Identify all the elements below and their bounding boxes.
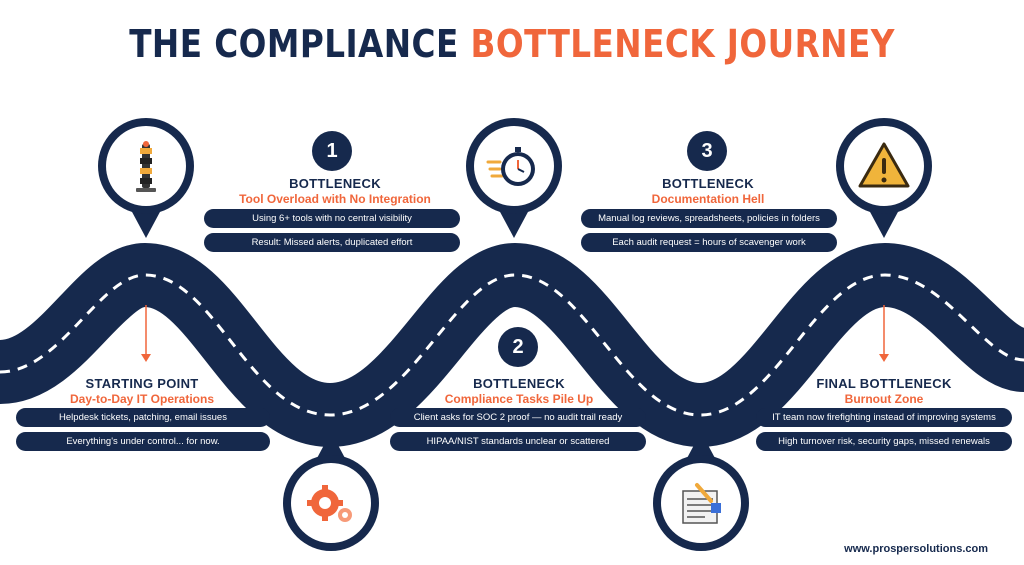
arrow-final — [879, 305, 889, 362]
pin-pointer — [131, 210, 161, 238]
stage-1-heading: BOTTLENECK Tool Overload with No Integra… — [205, 176, 465, 206]
starting-point-heading: STARTING POINT Day-to-Day IT Operations — [12, 376, 272, 406]
pin-pointer — [686, 432, 716, 460]
stage-1-bullet: Using 6+ tools with no central visibilit… — [204, 209, 460, 228]
stage-3-bullet: Each audit request = hours of scavenger … — [581, 233, 837, 252]
starting-point-subtitle: Day-to-Day IT Operations — [69, 392, 215, 406]
footer-url[interactable]: www.prospersolutions.com — [844, 543, 988, 555]
starting-point-bullet: Helpdesk tickets, patching, email issues — [16, 408, 270, 427]
stage-1-title: BOTTLENECK — [289, 176, 381, 191]
warning-icon — [858, 142, 910, 188]
gear-icon — [307, 485, 352, 522]
step-number-2: 2 — [498, 327, 538, 367]
pin-tool-overload — [98, 118, 194, 214]
starting-point-title: STARTING POINT — [85, 376, 199, 391]
starting-point-bullet: Everything's under control... for now. — [16, 432, 270, 451]
traffic-light-icon — [136, 141, 156, 192]
final-title: FINAL BOTTLENECK — [816, 376, 952, 391]
pin-pointer — [869, 210, 899, 238]
stopwatch-icon — [486, 147, 535, 186]
stage-2-bullet: HIPAA/NIST standards unclear or scattere… — [390, 432, 646, 451]
stage-1-bullet: Result: Missed alerts, duplicated effort — [204, 233, 460, 252]
stage-2-heading: BOTTLENECK Compliance Tasks Pile Up — [389, 376, 649, 406]
title-part-2: BOTTLENECK JOURNEY — [470, 22, 895, 66]
stage-2-title: BOTTLENECK — [473, 376, 565, 391]
final-heading: FINAL BOTTLENECK Burnout Zone — [754, 376, 1014, 406]
pin-pointer — [499, 210, 529, 238]
pin-starting-point — [283, 455, 379, 551]
pin-compliance-tasks — [466, 118, 562, 214]
stage-1-subtitle: Tool Overload with No Integration — [239, 192, 431, 206]
stage-3-title: BOTTLENECK — [662, 176, 754, 191]
step-number-1: 1 — [312, 131, 352, 171]
final-subtitle: Burnout Zone — [844, 392, 924, 406]
pin-documentation — [653, 455, 749, 551]
pin-pointer — [316, 432, 346, 460]
page-title: THE COMPLIANCE BOTTLENECK JOURNEY — [72, 22, 953, 66]
final-bullet: High turnover risk, security gaps, misse… — [756, 432, 1012, 451]
title-part-1: THE COMPLIANCE — [129, 22, 459, 66]
stage-2-subtitle: Compliance Tasks Pile Up — [444, 392, 594, 406]
stage-3-bullet: Manual log reviews, spreadsheets, polici… — [581, 209, 837, 228]
document-pen-icon — [682, 483, 721, 524]
stage-2-bullet: Client asks for SOC 2 proof — no audit t… — [390, 408, 646, 427]
final-bullet: IT team now firefighting instead of impr… — [756, 408, 1012, 427]
road-center-line — [0, 273, 1024, 417]
stage-3-subtitle: Documentation Hell — [651, 192, 765, 206]
arrow-starting-point — [141, 305, 151, 362]
stage-3-heading: BOTTLENECK Documentation Hell — [578, 176, 838, 206]
step-number-3: 3 — [687, 131, 727, 171]
pin-burnout — [836, 118, 932, 214]
